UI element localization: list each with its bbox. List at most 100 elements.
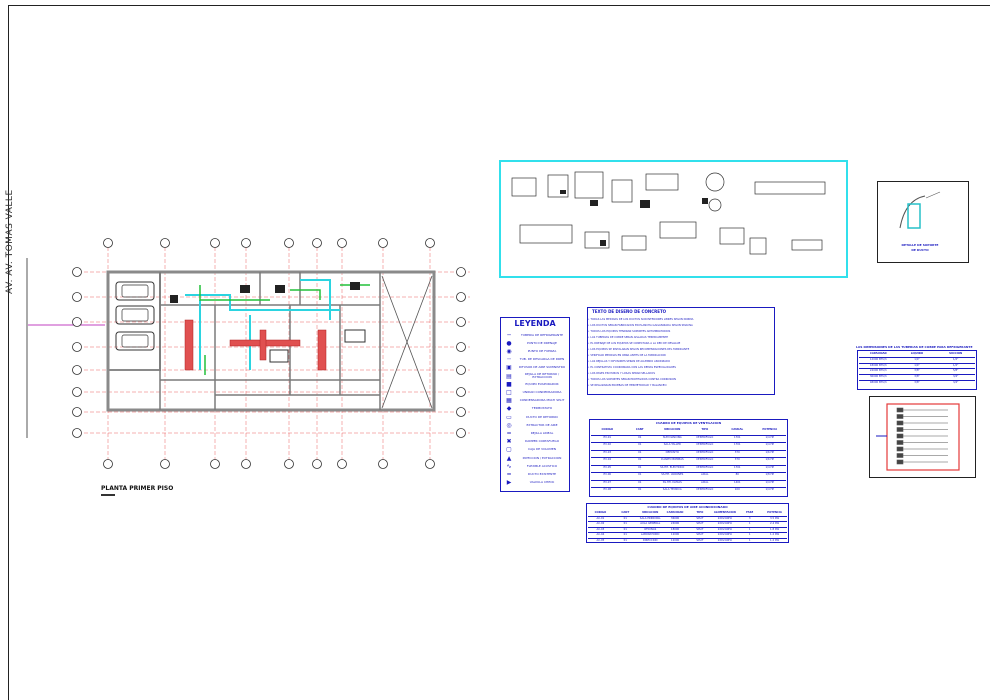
legend-symbol-icon: ▶: [506, 479, 512, 487]
pipe-table: [857, 350, 977, 390]
table-cell: 01: [638, 450, 642, 454]
pipe-table-title: LAS DIMENSIONES DE LAS TUBERIAS DE COBRE…: [856, 345, 973, 349]
legend-item: ◉PUNTO DE FUERZA: [502, 347, 568, 355]
table-cell: 220V-60Hz: [717, 527, 732, 531]
table-row: [591, 434, 786, 436]
table-cell: SPLIT: [696, 533, 704, 536]
legend-symbol-icon: ◎: [506, 421, 512, 429]
legend-symbol-icon: ◆: [506, 405, 512, 413]
legend-symbol-icon: ▭: [506, 413, 512, 421]
table-header-cell: POTENCIA: [767, 511, 782, 514]
table-header-cell: UBICACION: [642, 511, 659, 514]
table-row: [591, 487, 786, 488]
table-cell: 3/4": [952, 375, 959, 379]
table-cell: 1401: [733, 480, 741, 484]
note-line: • LAS TUBERIAS DE COBRE SERAN AISLADAS T…: [588, 336, 669, 339]
legend-item-label: CONDENSADORA MULTI SPLIT: [519, 399, 565, 403]
note-line: • EL CONTRATISTA COORDINARA CON LAS DEMA…: [588, 366, 676, 369]
table-header-cell: TIPO: [701, 428, 709, 431]
table-cell: 01: [623, 516, 627, 520]
table-row: [591, 457, 786, 458]
table-cell: 1/4 HP: [765, 435, 774, 439]
grid-bubble: [284, 238, 294, 248]
details-frame[interactable]: [499, 160, 848, 278]
legend-symbol-icon: ▣: [506, 364, 512, 372]
legend-item: ▭ DUCTO DE RETORNO: [502, 413, 568, 421]
support-detail-frame[interactable]: [877, 181, 969, 263]
table-cell: CENTRIFUGO: [696, 458, 714, 461]
table-row: [591, 479, 786, 481]
table-cell: 1: [748, 527, 751, 531]
table-cell: SALA TECNICA: [662, 488, 682, 491]
support-detail-caption-2: DE DUCTO: [911, 248, 929, 252]
note-line: • TODAS LAS MEDIDAS DE LOS DUCTOS SON IN…: [588, 318, 694, 321]
table-cell: 220V-60Hz: [717, 516, 732, 520]
table-cell: CENTRIFUGO: [696, 443, 714, 446]
legend-item: ●PUNTO DE DRENAJE: [502, 339, 568, 347]
grid-bubble: [210, 238, 220, 248]
table-cell: AC-05: [596, 538, 605, 542]
table-cell: SPLIT: [696, 538, 704, 542]
open-area: [381, 275, 433, 409]
table-cell: 1/4 HP: [765, 488, 774, 491]
grid-bubble: [312, 459, 322, 469]
grid-bubble: [378, 238, 388, 248]
table-row: [591, 442, 786, 443]
table-cell: 01: [623, 522, 627, 525]
grid-bubbles: [72, 238, 466, 469]
riser-diagram-frame[interactable]: [869, 396, 976, 478]
legend-symbol-icon: ◉: [506, 347, 512, 355]
table-cell: 1/2": [952, 357, 959, 361]
table-cell: 3/8": [914, 369, 920, 373]
table-cell: 220V-60Hz: [717, 533, 732, 536]
table-cell: 48000 BTU/h: [869, 381, 887, 384]
table-cell: 01: [638, 458, 642, 461]
table-cell: CUARTO BOMBAS: [660, 458, 684, 461]
table-cell: 370: [734, 450, 740, 454]
legend-item-label: DUCTO DE RETORNO: [526, 415, 558, 419]
legend-item: ━DUCTO EXISTENTE: [502, 470, 568, 478]
equipment-marks: [170, 282, 366, 363]
legend-item: ◎EXTRACTOR DE AIRE: [502, 421, 568, 429]
table-cell: EV-02: [603, 443, 612, 446]
table-header-cell: TIPO: [696, 511, 704, 514]
table-header-cell: ALIMENTACION: [713, 511, 736, 514]
notes-title: TEXTO DE DISEÑO DE CONCRETO: [592, 309, 667, 314]
grid-bubble: [103, 459, 113, 469]
ducts-cyan: [185, 279, 340, 370]
table-header-cell: CODIGO: [594, 511, 607, 514]
table-row: [859, 380, 975, 381]
grid-lines: [72, 247, 470, 460]
table-cell: 1: [748, 522, 751, 525]
table-cell: 18000 BTU/h: [869, 363, 887, 367]
table-cell: EV-08: [603, 488, 612, 491]
legend-symbol-icon: □: [506, 388, 512, 396]
grid-bubble: [456, 407, 466, 417]
grid-bubble: [72, 428, 82, 438]
table-header-cell: CANT: [621, 511, 630, 514]
note-line: • TODOS LOS SOPORTES SERAN PROTEGIDOS CO…: [588, 378, 676, 381]
table-cell: SALA TALLER: [663, 443, 681, 446]
table-cell: AC-03: [596, 527, 605, 531]
table-cell: 24000 BTU/h: [869, 369, 887, 373]
legend-item-label: TUB. DE DESCARGA DE DREN: [519, 358, 565, 362]
legend-symbol-icon: ─: [507, 331, 511, 339]
table-cell: 1/4": [914, 363, 920, 367]
legend-item: ◆TERMOSTATO: [502, 405, 568, 413]
note-line: • LOS EQUIPOS SE INSTALARAN SEGUN RECOME…: [588, 348, 690, 351]
legend-item-label: INYECCION / EXTRACCION: [522, 456, 562, 460]
grid-bubble: [425, 459, 435, 469]
table-cell: SS.HH. VARONES: [661, 473, 684, 476]
legend-item: ✖DAMPER CORTAFUEGO: [502, 438, 568, 446]
legend-item-label: DAMPER CORTAFUEGO: [524, 440, 560, 444]
table-cell: 80: [735, 473, 739, 476]
table-cell: OFICINAS: [644, 527, 657, 531]
note-line: • EL DRENAJE DE LOS EQUIPOS SE CONECTARA…: [588, 342, 681, 345]
table-row: [591, 449, 786, 451]
table-cell: 1: [748, 538, 751, 542]
grid-bubble: [337, 238, 347, 248]
table-header-cell: LIQUIDO: [910, 352, 924, 355]
